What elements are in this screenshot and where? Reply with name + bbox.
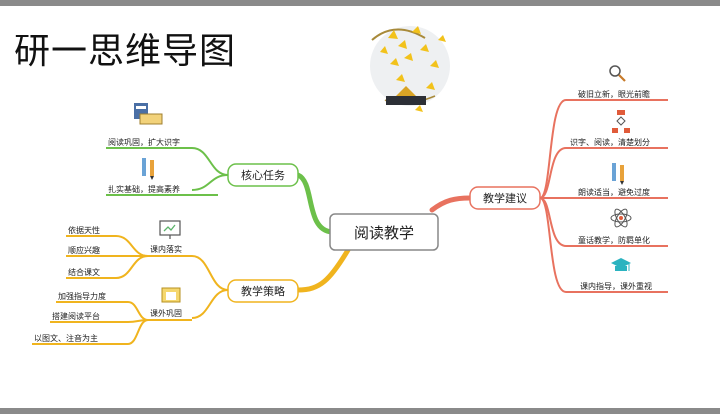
after-class-item: 搭建阅读平台	[52, 311, 100, 321]
in-class-item: 顺应兴趣	[68, 245, 100, 255]
in-class-label: 课内落实	[150, 244, 182, 254]
magnifier-icon	[609, 65, 626, 82]
after-class-label: 课外巩固	[150, 308, 182, 318]
strategy-node[interactable]: 教学策略	[227, 279, 299, 303]
suggestion-item: 课内指导，课外重视	[580, 281, 652, 291]
in-class-item: 结合课文	[68, 267, 100, 277]
books-icon	[134, 103, 163, 125]
after-class-item: 加强指导力度	[58, 291, 106, 301]
suggestion-item: 朗读适当，避免过度	[578, 187, 650, 197]
branch-suggestions	[429, 195, 473, 213]
top-border	[0, 0, 720, 6]
after-class-item: 以图文、注音为主	[34, 333, 98, 343]
bottom-border	[0, 408, 720, 414]
flowchart-icon	[612, 110, 630, 133]
ruler-pencil-icon	[612, 163, 624, 185]
suggestions-node[interactable]: 教学建议	[469, 186, 541, 210]
page-title: 研一思维导图	[14, 31, 237, 72]
graduation-cap-icon	[611, 258, 631, 271]
suggestions-label: 教学建议	[483, 191, 527, 205]
core-tasks-node[interactable]: 核心任务	[227, 163, 299, 187]
suggestion-item: 童话教学，防羁单化	[578, 235, 650, 245]
in-class-item: 依据天性	[68, 225, 100, 235]
atom-icon	[610, 208, 632, 228]
central-label: 阅读教学	[354, 224, 414, 242]
core-task-item: 扎实基础，提高素养	[108, 184, 180, 194]
monitor-icon	[159, 220, 181, 239]
core-task-item: 阅读巩固，扩大识字	[108, 137, 180, 147]
suggestion-item: 识字、阅读，清楚划分	[570, 137, 650, 147]
folder-icon	[161, 287, 181, 303]
ruler-pencil-icon	[142, 158, 154, 180]
ginkgo-moon-illustration	[370, 26, 450, 112]
central-node[interactable]: 阅读教学	[329, 213, 439, 251]
suggestions-connectors	[539, 99, 668, 293]
core-tasks-label: 核心任务	[241, 168, 285, 182]
branch-strategy	[295, 247, 351, 293]
branch-core-tasks	[295, 172, 335, 235]
suggestion-item: 破旧立新，眼光前瞻	[578, 89, 650, 99]
strategy-connectors	[32, 235, 229, 345]
core-tasks-connectors	[106, 147, 229, 196]
strategy-label: 教学策略	[241, 284, 285, 298]
